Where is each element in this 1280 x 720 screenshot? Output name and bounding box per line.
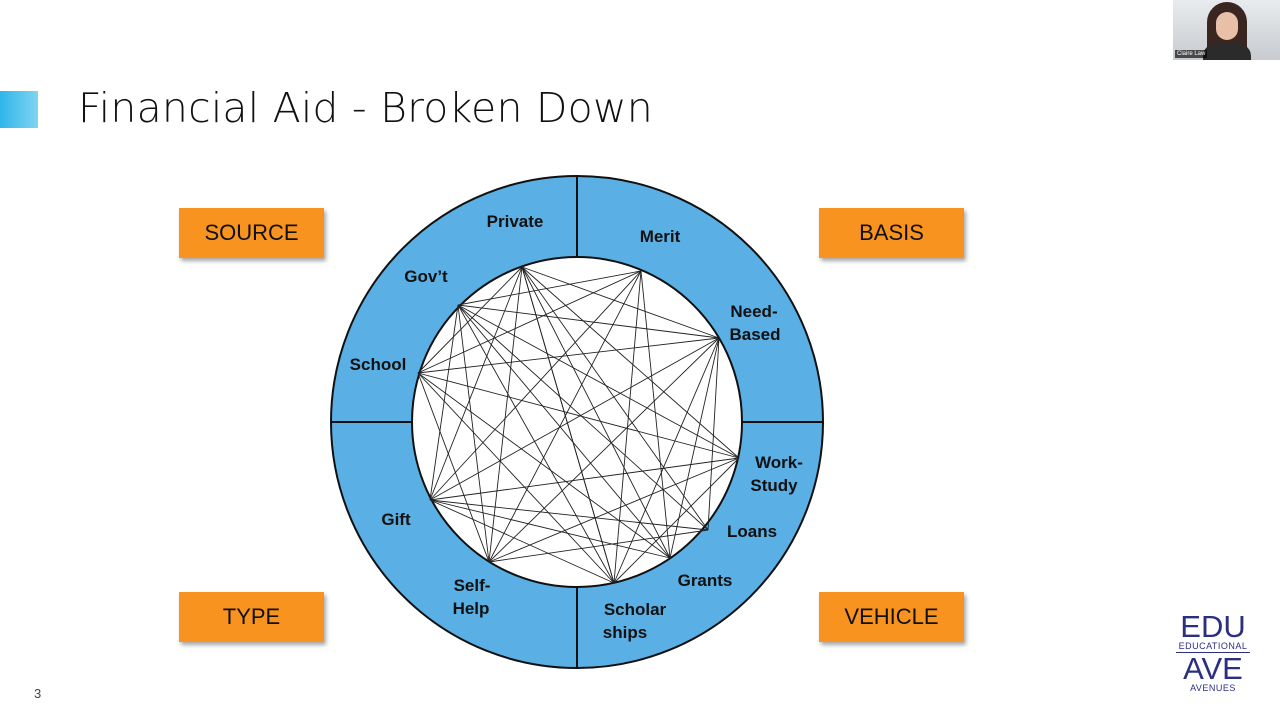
segment-label-merit: Merit	[640, 227, 681, 246]
connection-line	[417, 372, 671, 559]
connection-line	[429, 266, 523, 501]
connection-line	[521, 266, 615, 584]
segment-label-grants: Grants	[678, 571, 733, 590]
connection-line	[613, 337, 720, 584]
segment-label-govt: Gov’t	[404, 267, 448, 286]
participant-video-thumbnail[interactable]: Claire Law	[1173, 0, 1280, 60]
segment-label-loans: Loans	[727, 522, 777, 541]
connection-line	[707, 337, 720, 531]
connection-line	[417, 270, 642, 374]
connection-line	[457, 304, 615, 584]
connection-line	[457, 304, 740, 459]
segment-label-school: School	[350, 355, 407, 374]
segment-label-scholarships-2: ships	[603, 623, 647, 642]
connection-line	[521, 266, 740, 459]
segment-label-scholarships-1: Scholar	[604, 600, 667, 619]
connection-line	[521, 266, 709, 531]
connection-line	[429, 499, 671, 559]
logo-top-subtext: EDUCATIONAL	[1178, 641, 1248, 651]
segment-label-self-help-2: Help	[453, 599, 490, 618]
title-accent-bar	[0, 91, 38, 128]
segment-label-gift: Gift	[381, 510, 411, 529]
connection-line	[417, 372, 740, 459]
connection-line	[457, 270, 642, 306]
logo-bottom-subtext: AVENUES	[1190, 683, 1236, 693]
connection-line	[669, 337, 720, 559]
segment-label-self-help-1: Self-	[454, 576, 491, 595]
participant-face	[1216, 12, 1238, 40]
edu-ave-logo: EDU EDUCATIONAL AVE AVENUES	[1170, 609, 1256, 693]
category-box-source: SOURCE	[179, 208, 324, 258]
connection-line	[457, 304, 709, 531]
connection-lines	[417, 266, 740, 584]
connection-line	[417, 372, 615, 584]
connection-line	[488, 457, 740, 563]
logo-divider	[1176, 652, 1250, 653]
category-box-vehicle: VEHICLE	[819, 592, 964, 642]
connection-line	[429, 457, 740, 501]
connection-line	[613, 457, 740, 584]
connection-line	[429, 337, 720, 501]
connection-line	[457, 304, 671, 559]
logo-bottom-text: AVE	[1183, 651, 1243, 686]
connection-line	[429, 270, 642, 501]
segment-label-work-study-1: Work-	[755, 453, 803, 472]
segment-label-private: Private	[487, 212, 544, 231]
connection-line	[488, 266, 523, 563]
connection-line	[417, 337, 720, 374]
connection-line	[457, 304, 490, 563]
connection-line	[429, 499, 709, 531]
connection-line	[429, 499, 615, 584]
participant-shirt	[1203, 44, 1251, 60]
connection-line	[488, 529, 709, 563]
connection-line	[417, 266, 523, 374]
connection-line	[521, 266, 720, 339]
slide-title: Financial Aid - Broken Down	[78, 84, 653, 132]
connection-line	[457, 304, 720, 339]
connection-line	[488, 270, 642, 563]
segment-label-work-study-2: Study	[750, 476, 798, 495]
segment-label-need-based-1: Need-	[730, 302, 777, 321]
logo-top-text: EDU	[1180, 609, 1246, 644]
segment-label-need-based-2: Based	[729, 325, 780, 344]
category-box-basis: BASIS	[819, 208, 964, 258]
category-box-type: TYPE	[179, 592, 324, 642]
participant-name-tag: Claire Law	[1175, 50, 1208, 58]
page-number: 3	[34, 686, 42, 701]
connection-line	[417, 372, 490, 563]
connection-line	[640, 270, 671, 559]
connection-line	[488, 337, 720, 563]
